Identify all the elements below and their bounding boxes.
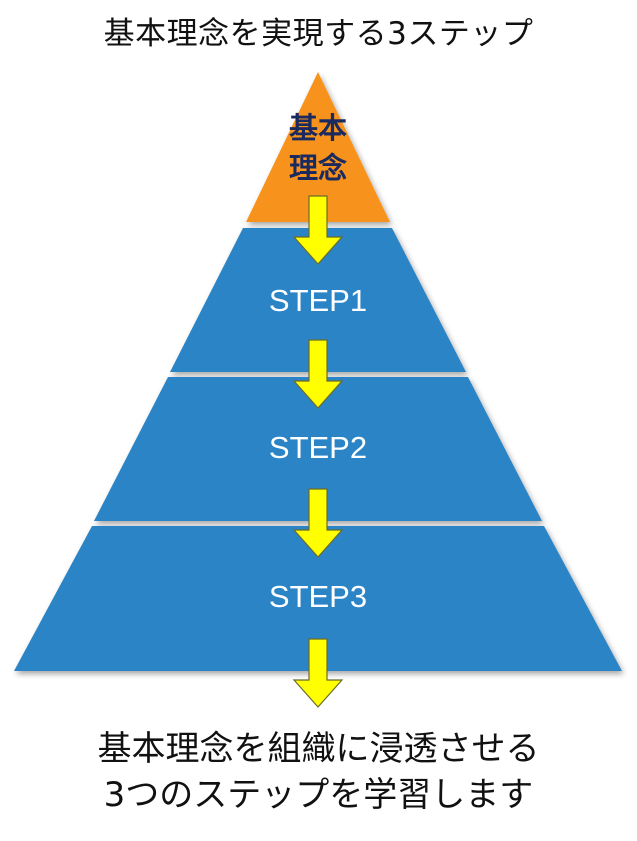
diagram-title: 基本理念を実現する3ステップ — [103, 16, 534, 52]
step2-label: STEP2 — [269, 430, 367, 465]
step3-label: STEP3 — [269, 579, 367, 614]
caption-line2: 3つのステップを学習します — [103, 775, 534, 815]
caption-line1: 基本理念を組織に浸透させる — [97, 729, 540, 769]
down-arrow-icon — [292, 195, 344, 265]
pyramid-tier-step3 — [14, 526, 622, 671]
pyramid-apex — [246, 72, 390, 222]
step1-label: STEP1 — [269, 283, 367, 318]
diagram-caption: 基本理念を組織に浸透させる 3つのステップを学習します — [0, 726, 637, 818]
apex-label-line2: 理念 — [289, 151, 347, 185]
pyramid-tier-step2 — [94, 377, 542, 521]
pyramid-tier-step1 — [170, 228, 466, 372]
down-arrow-icon — [292, 638, 344, 708]
apex-label-line1: 基本 — [289, 111, 347, 145]
down-arrow-icon — [292, 488, 344, 558]
down-arrow-icon — [292, 339, 344, 409]
